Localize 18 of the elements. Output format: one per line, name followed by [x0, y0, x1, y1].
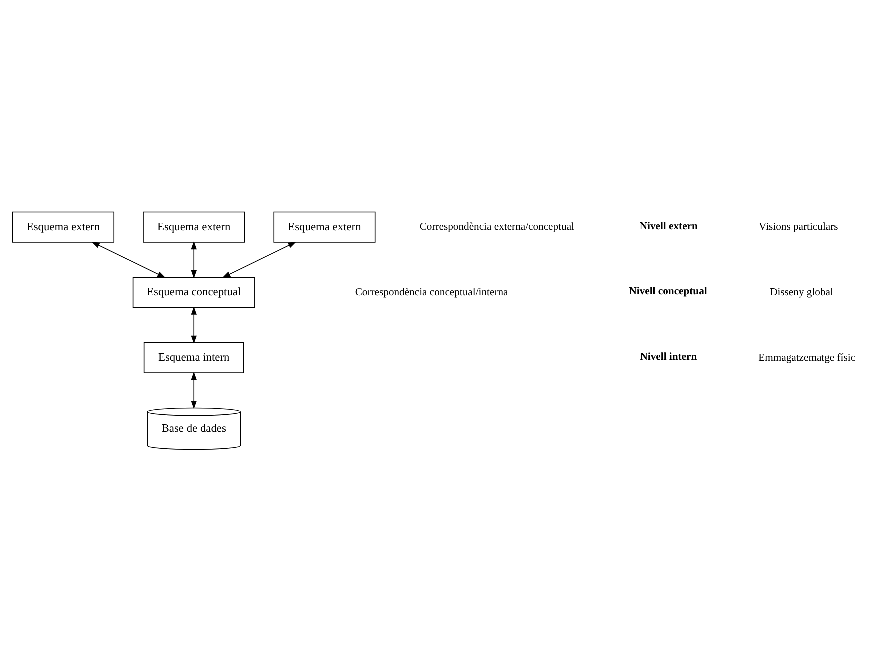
label: Disseny global [770, 286, 834, 298]
node-box: Esquema conceptual [132, 276, 256, 308]
label: Correspondència externa/conceptual [420, 222, 574, 233]
arrow [92, 241, 166, 278]
label: Visions particulars [759, 222, 838, 233]
arrow [191, 371, 197, 409]
label: Nivell conceptual [629, 286, 708, 298]
arrow [222, 241, 297, 278]
label: Correspondència conceptual/interna [355, 286, 508, 298]
node-box: Esquema extern [12, 211, 115, 242]
node-box: Esquema extern [274, 211, 376, 242]
node-box: Esquema extern [143, 211, 246, 242]
node-box: Esquema intern [144, 342, 244, 373]
label: Nivell extern [640, 220, 698, 232]
arrow [191, 240, 197, 278]
label: Nivell intern [640, 351, 698, 362]
label: Emmagatzematge físic [758, 352, 856, 364]
arrow [191, 306, 197, 344]
